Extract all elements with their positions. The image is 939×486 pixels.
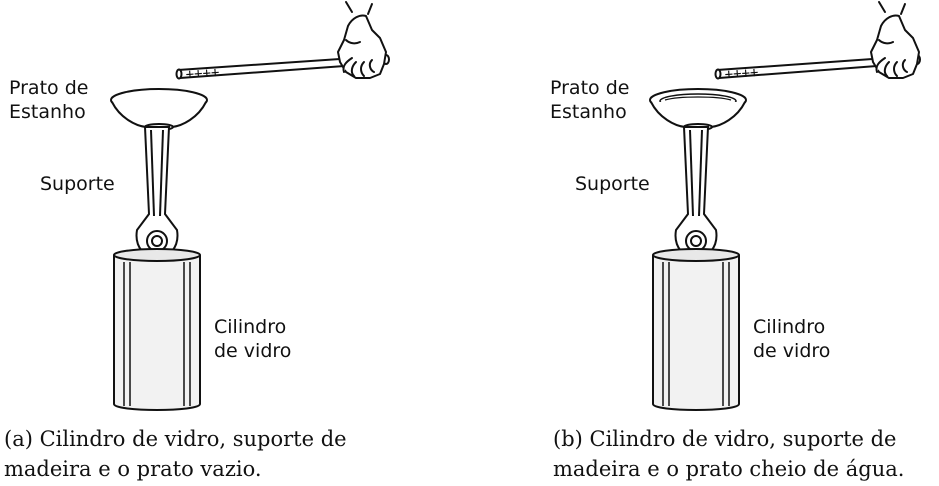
dish-label: Prato de Estanho [550, 76, 629, 124]
cylinder-label: Cilindro de vidro [753, 315, 830, 363]
caption-a: (a) Cilindro de vidro, suporte de madeir… [4, 424, 347, 484]
panel-b: ++++ [469, 0, 938, 486]
tin-dish [110, 88, 208, 131]
support-label: Suporte [40, 173, 115, 195]
wooden-support [135, 126, 179, 260]
cylinder-label: Cilindro de vidro [214, 315, 291, 363]
caption-b-line-2: madeira e o prato cheio de água. [553, 457, 905, 481]
caption-b: (b) Cilindro de vidro, suporte de madeir… [553, 424, 904, 484]
dish-label-line-1: Prato de [9, 77, 89, 99]
cylinder-label-line-1: Cilindro [753, 316, 826, 338]
caption-a-line-2: madeira e o prato vazio. [4, 457, 262, 481]
glass-cylinder [113, 248, 201, 411]
panel-a: ++++ [0, 0, 469, 486]
caption-b-line-1: (b) Cilindro de vidro, suporte de [553, 427, 897, 451]
cylinder-label-line-1: Cilindro [214, 316, 287, 338]
rod-charge-marks: ++++ [724, 65, 759, 83]
apparatus-a-drawing: ++++ [110, 1, 390, 411]
dish-label-line-1: Prato de [550, 77, 630, 99]
hand-icon [337, 1, 387, 79]
apparatus-b-drawing: ++++ [649, 1, 921, 411]
support-label: Suporte [575, 173, 650, 195]
dish-label-line-2: Estanho [9, 101, 86, 123]
glass-cylinder [652, 248, 740, 411]
dish-label: Prato de Estanho [9, 76, 88, 124]
rod-charge-marks: ++++ [185, 65, 220, 83]
dish-label-line-2: Estanho [550, 101, 627, 123]
caption-a-line-1: (a) Cilindro de vidro, suporte de [4, 427, 347, 451]
cylinder-label-line-2: de vidro [753, 340, 831, 362]
cylinder-label-line-2: de vidro [214, 340, 292, 362]
hand-icon [870, 1, 920, 79]
wooden-support [674, 126, 718, 260]
tin-dish-with-water [649, 88, 747, 131]
